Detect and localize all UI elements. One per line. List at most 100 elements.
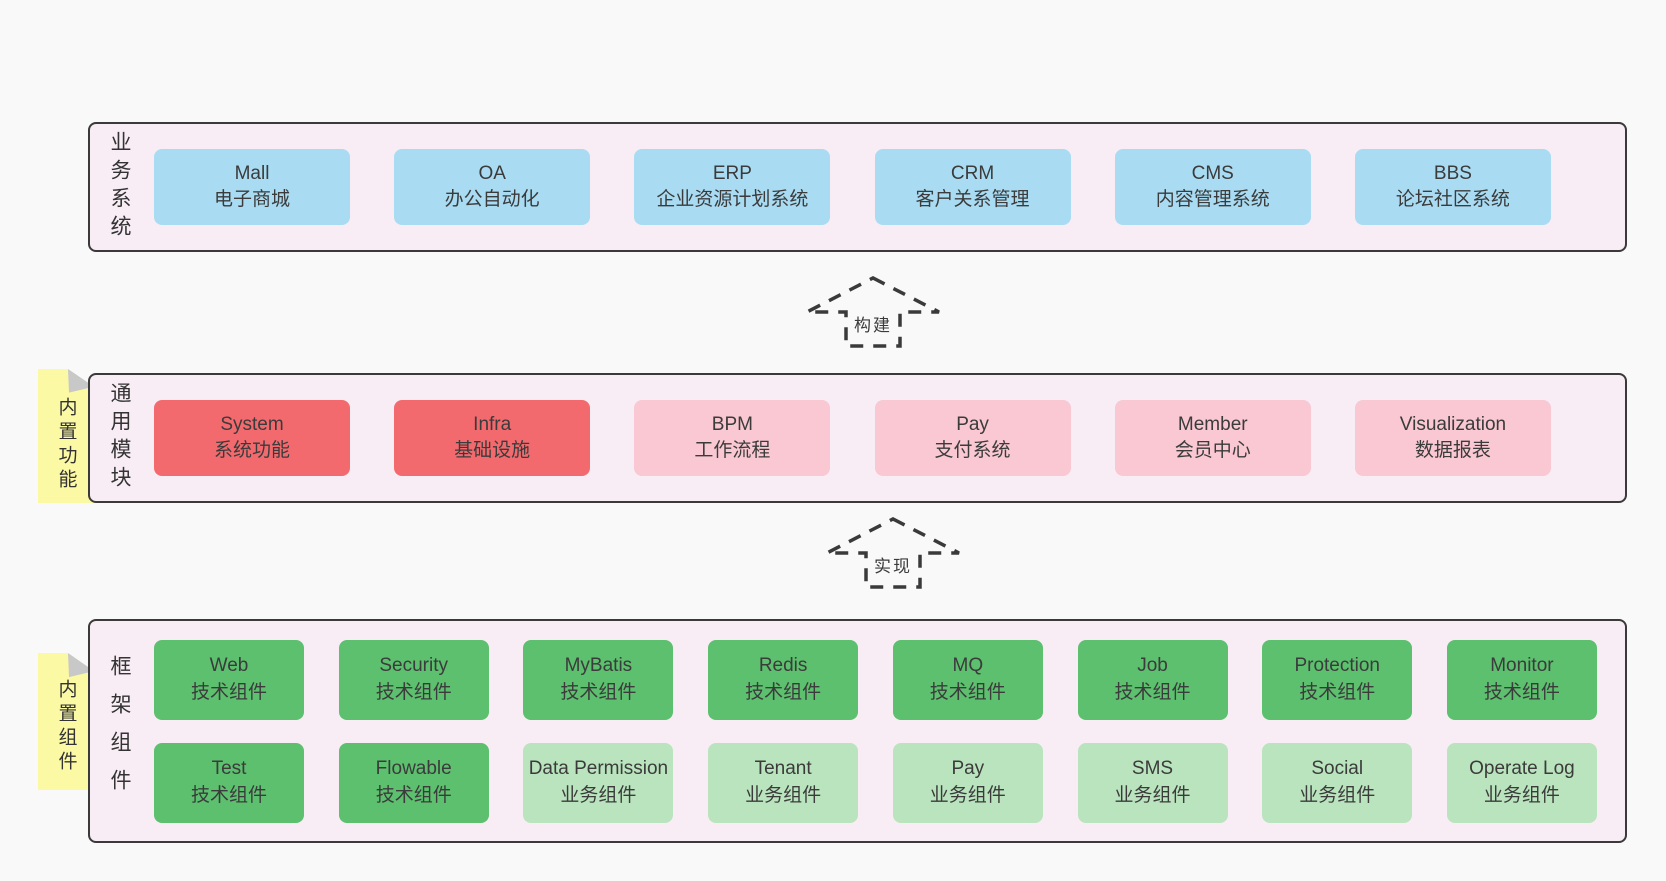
- box-title: Security: [379, 655, 449, 677]
- component-rows: Web 技术组件 Security 技术组件 MyBatis 技术组件 Redi…: [134, 639, 1625, 823]
- band-label-framework-components: 框架组件: [108, 655, 131, 807]
- component-box-flowable: Flowable 技术组件: [338, 742, 489, 823]
- box-subtitle: 工作流程: [694, 440, 771, 461]
- box-subtitle: 内容管理系统: [1155, 189, 1270, 210]
- component-box-test: Test 技术组件: [154, 742, 304, 823]
- sticky-note-shape: [38, 653, 94, 790]
- box-subtitle: 业务组件: [1114, 784, 1191, 806]
- dashed-up-arrow-icon: [826, 517, 960, 589]
- business-boxes: Mall 电子商城 OA 办公自动化 ERP 企业资源计划系统 CRM 客户关系…: [134, 149, 1625, 225]
- component-box-security: Security 技术组件: [338, 639, 489, 720]
- band-framework-components: 框架组件 Web 技术组件 Security 技术组件 MyBatis 技术组件…: [88, 619, 1627, 843]
- folded-corner-icon: [68, 369, 94, 393]
- business-box-erp: ERP 企业资源计划系统: [634, 149, 831, 225]
- box-title: Pay: [951, 758, 985, 780]
- box-subtitle: 技术组件: [190, 681, 267, 703]
- component-box-mq: MQ 技术组件: [892, 639, 1043, 720]
- box-subtitle: 论坛社区系统: [1395, 189, 1510, 210]
- component-box-operate-log: Operate Log 业务组件: [1446, 742, 1597, 823]
- module-box-infra: Infra 基础设施: [394, 400, 591, 476]
- sticky-note-builtin-components: 内置组件: [38, 653, 94, 790]
- business-box-bbs: BBS 论坛社区系统: [1354, 149, 1551, 225]
- box-title: Data Permission: [528, 758, 669, 780]
- box-title: Protection: [1294, 655, 1380, 677]
- box-subtitle: 技术组件: [560, 681, 637, 703]
- module-box-visualization: Visualization 数据报表: [1354, 400, 1551, 476]
- box-subtitle: 技术组件: [375, 681, 452, 703]
- build-arrow-label: 构建: [851, 311, 895, 336]
- box-title: MQ: [952, 655, 984, 677]
- component-box-protection: Protection 技术组件: [1262, 639, 1413, 720]
- box-title: BBS: [1433, 162, 1472, 184]
- box-subtitle: 技术组件: [375, 784, 452, 806]
- box-title: CMS: [1191, 162, 1234, 184]
- box-title: Flowable: [375, 758, 452, 780]
- box-subtitle: 技术组件: [1114, 681, 1191, 703]
- implement-arrow: 实现: [823, 516, 963, 590]
- box-subtitle: 技术组件: [1483, 681, 1560, 703]
- box-subtitle: 业务组件: [560, 784, 637, 806]
- box-subtitle: 客户关系管理: [915, 189, 1030, 210]
- box-subtitle: 会员中心: [1174, 440, 1251, 461]
- box-title: Monitor: [1490, 655, 1554, 677]
- band-label-business-systems: 业务系统: [108, 131, 131, 243]
- business-box-oa: OA 办公自动化: [394, 149, 591, 225]
- box-title: Visualization: [1399, 413, 1507, 435]
- component-box-sms: SMS 业务组件: [1077, 742, 1228, 823]
- box-title: Social: [1311, 758, 1364, 780]
- component-box-monitor: Monitor 技术组件: [1446, 639, 1597, 720]
- module-box-member: Member 会员中心: [1114, 400, 1311, 476]
- business-box-mall: Mall 电子商城: [154, 149, 350, 225]
- component-box-mybatis: MyBatis 技术组件: [523, 639, 674, 720]
- component-box-job: Job 技术组件: [1077, 639, 1228, 720]
- box-subtitle: 支付系统: [934, 440, 1011, 461]
- box-title: OA: [478, 162, 506, 184]
- box-title: Job: [1137, 655, 1168, 677]
- box-subtitle: 技术组件: [745, 681, 822, 703]
- module-boxes: System 系统功能 Infra 基础设施 BPM 工作流程 Pay 支付系统…: [134, 400, 1625, 476]
- component-box-redis: Redis 技术组件: [708, 639, 859, 720]
- band-business-systems: 业务系统 Mall 电子商城 OA 办公自动化 ERP 企业资源计划系统 CRM…: [88, 122, 1627, 252]
- box-subtitle: 数据报表: [1414, 440, 1491, 461]
- component-box-data-permission: Data Permission 业务组件: [523, 742, 674, 823]
- box-subtitle: 技术组件: [929, 681, 1006, 703]
- box-title: Member: [1177, 413, 1248, 435]
- component-row-2: Test 技术组件 Flowable 技术组件 Data Permission …: [154, 742, 1597, 823]
- box-title: System: [220, 413, 284, 435]
- implement-arrow-label: 实现: [871, 552, 915, 577]
- component-box-social: Social 业务组件: [1262, 742, 1413, 823]
- component-box-pay: Pay 业务组件: [892, 742, 1043, 823]
- box-title: BPM: [711, 413, 753, 435]
- dashed-up-arrow-icon: [806, 276, 940, 348]
- module-box-bpm: BPM 工作流程: [634, 400, 831, 476]
- component-box-web: Web 技术组件: [154, 639, 304, 720]
- sticky-paper: [38, 653, 94, 790]
- build-arrow: 构建: [803, 275, 943, 349]
- band-common-modules: 通用模块 System 系统功能 Infra 基础设施 BPM 工作流程 Pay…: [88, 373, 1627, 503]
- box-subtitle: 电子商城: [213, 189, 290, 210]
- sticky-paper: [38, 369, 94, 503]
- box-subtitle: 技术组件: [190, 784, 267, 806]
- box-title: Operate Log: [1469, 758, 1575, 780]
- folded-corner-icon: [68, 653, 94, 678]
- band-label-common-modules: 通用模块: [108, 382, 131, 494]
- sticky-note-builtin-features: 内置功能: [38, 369, 94, 503]
- box-title: Mall: [234, 162, 270, 184]
- box-title: Web: [209, 655, 249, 677]
- box-title: Pay: [956, 413, 989, 435]
- box-subtitle: 技术组件: [1299, 681, 1376, 703]
- box-subtitle: 系统功能: [213, 440, 290, 461]
- box-title: Infra: [473, 413, 512, 435]
- box-title: Tenant: [754, 758, 812, 780]
- box-title: SMS: [1131, 758, 1174, 780]
- sticky-note-shape: [38, 369, 94, 503]
- component-box-tenant: Tenant 业务组件: [708, 742, 859, 823]
- business-box-crm: CRM 客户关系管理: [874, 149, 1071, 225]
- box-subtitle: 业务组件: [1483, 784, 1560, 806]
- box-title: MyBatis: [564, 655, 633, 677]
- box-subtitle: 业务组件: [929, 784, 1006, 806]
- box-title: Redis: [758, 655, 808, 677]
- box-subtitle: 企业资源计划系统: [656, 189, 809, 210]
- box-title: ERP: [712, 162, 752, 184]
